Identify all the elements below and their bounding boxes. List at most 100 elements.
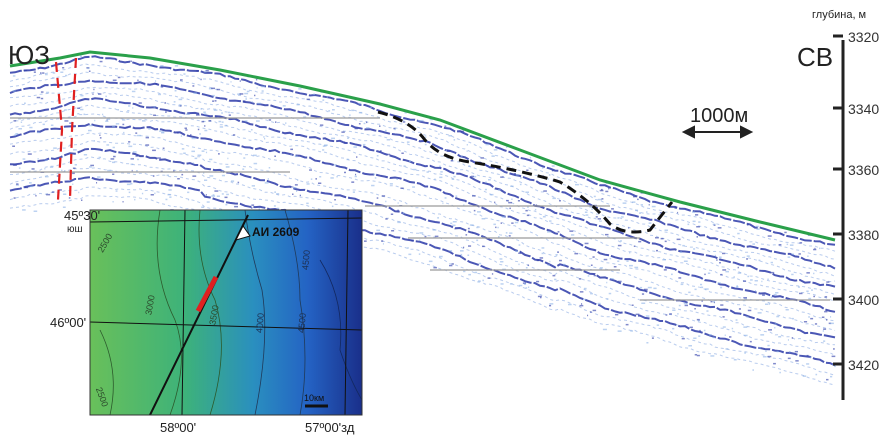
seismic-speckle	[230, 81, 232, 83]
seismic-speckle	[589, 206, 593, 208]
seismic-speckle	[164, 102, 166, 104]
seismic-speckle	[737, 266, 739, 269]
seismic-speckle	[767, 355, 772, 358]
seismic-speckle	[186, 113, 190, 115]
seismic-speckle	[197, 128, 200, 131]
seismic-speckle	[293, 187, 297, 189]
seismic-speckle	[791, 317, 794, 320]
seismic-speckle	[201, 206, 205, 208]
seismic-speckle	[610, 278, 614, 280]
seismic-speckle	[344, 141, 346, 143]
seismic-speckle	[664, 229, 668, 231]
seismic-speckle	[366, 127, 370, 129]
seismic-speckle	[743, 280, 747, 282]
seismic-speckle	[518, 252, 521, 254]
seismic-speckle	[61, 169, 63, 172]
seismic-speckle	[687, 223, 690, 226]
seismic-speckle	[477, 211, 481, 213]
seismic-speckle	[224, 124, 228, 127]
seismic-speckle	[201, 120, 205, 123]
seismic-speckle	[635, 209, 638, 212]
seismic-speckle	[696, 318, 700, 321]
seismic-speckle	[239, 80, 241, 82]
seismic-speckle	[722, 326, 726, 328]
seismic-speckle	[617, 244, 622, 247]
seismic-speckle	[150, 194, 154, 196]
seismic-speckle	[611, 208, 614, 210]
seismic-speckle	[574, 252, 579, 255]
seismic-speckle	[591, 208, 593, 210]
seismic-speckle	[401, 152, 404, 154]
seismic-speckle	[500, 176, 504, 178]
seismic-speckle	[761, 280, 763, 283]
seismic-speckle	[808, 297, 812, 300]
seismic-speckle	[518, 244, 521, 246]
seismic-speckle	[243, 157, 246, 159]
seismic-speckle	[515, 250, 519, 252]
seismic-speckle	[465, 234, 468, 236]
seismic-speckle	[211, 195, 216, 197]
seismic-speckle	[449, 250, 453, 252]
seismic-speckle	[619, 240, 622, 242]
seismic-speckle	[713, 301, 715, 304]
reflector-line	[9, 86, 836, 277]
seismic-speckle	[699, 329, 701, 332]
seismic-speckle	[306, 183, 310, 185]
reflector-line	[9, 186, 836, 376]
seismic-speckle	[592, 309, 597, 312]
seismic-speckle	[515, 174, 519, 176]
lat-top-suffix: юш	[67, 224, 83, 235]
seismic-speckle	[180, 135, 183, 137]
seismic-speckle	[381, 195, 386, 197]
seismic-speckle	[688, 291, 691, 294]
seismic-speckle	[174, 90, 177, 92]
seismic-speckle	[106, 144, 110, 146]
seismic-speckle	[647, 286, 652, 289]
seismic-speckle	[306, 98, 310, 101]
seismic-speckle	[460, 253, 463, 256]
seismic-speckle	[23, 69, 28, 72]
seismic-speckle	[261, 90, 264, 92]
seismic-speckle	[322, 145, 326, 147]
seismic-speckle	[203, 172, 205, 174]
seismic-speckle	[768, 329, 772, 331]
seismic-speckle	[328, 110, 331, 112]
seismic-speckle	[451, 263, 454, 265]
depth-axis-title: глубина, м	[812, 9, 867, 21]
seismic-speckle	[237, 181, 240, 184]
seismic-speckle	[669, 313, 672, 315]
seismic-speckle	[131, 90, 136, 93]
seismic-speckle	[767, 344, 770, 347]
seismic-speckle	[514, 221, 519, 224]
seismic-speckle	[228, 114, 231, 116]
seismic-speckle	[99, 137, 102, 139]
seismic-speckle	[382, 243, 384, 245]
seismic-speckle	[778, 336, 782, 338]
seismic-speckle	[552, 274, 556, 277]
seismic-speckle	[746, 255, 750, 257]
seismic-speckle	[205, 69, 209, 72]
seismic-speckle	[617, 217, 619, 219]
seismic-speckle	[581, 303, 583, 305]
seismic-speckle	[630, 330, 633, 332]
seismic-speckle	[460, 250, 464, 252]
seismic-speckle	[525, 191, 529, 193]
seismic-speckle	[117, 109, 119, 111]
seismic-speckle	[615, 313, 619, 316]
seismic-speckle	[99, 60, 103, 63]
seismic-speckle	[128, 191, 131, 194]
seismic-speckle	[411, 239, 414, 242]
seismic-speckle	[733, 276, 735, 278]
seismic-speckle	[72, 172, 75, 175]
seismic-speckle	[205, 194, 207, 196]
seismic-speckle	[606, 298, 609, 300]
seismic-speckle	[185, 129, 188, 131]
seismic-speckle	[806, 272, 810, 274]
seismic-speckle	[224, 196, 228, 199]
seismic-speckle	[487, 277, 491, 279]
seismic-speckle	[646, 342, 649, 344]
seismic-speckle	[829, 322, 834, 325]
seismic-speckle	[762, 294, 765, 296]
seismic-speckle	[534, 208, 537, 211]
seismic-speckle	[453, 139, 456, 141]
